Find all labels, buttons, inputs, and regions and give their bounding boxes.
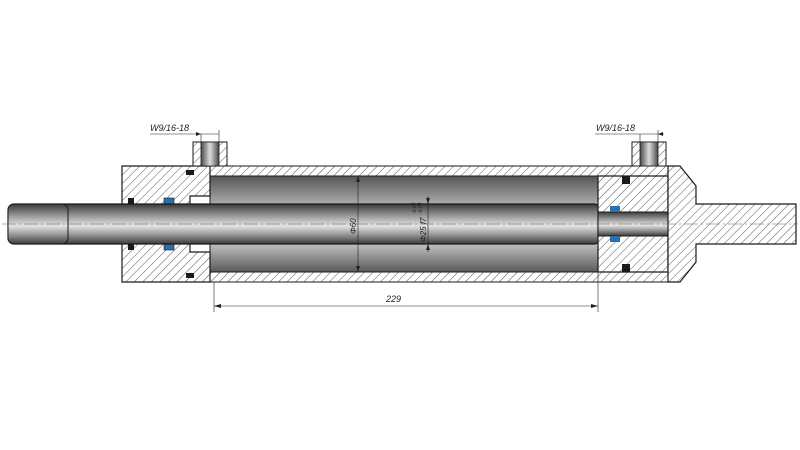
dim-port-right [595,130,664,146]
tube-wall-top [139,165,669,177]
wiper-seal-bottom [128,244,134,250]
rod-tolerance-upper: -0.02 [412,202,418,214]
piston-oring-top [610,206,620,212]
rod-diameter-label: Φ25 f7 [419,217,428,242]
gland-oring-top [186,170,194,175]
rod-tolerance-lower: -0.04 [418,202,424,214]
port-thread-left-label: W9/16-18 [150,123,189,133]
bore-diameter-label: Φ60 [349,218,358,234]
piston-seal-top [622,176,630,184]
piston-oring-bottom [610,236,620,242]
piston-seal-bottom [622,264,630,272]
oil-port-left [192,141,228,167]
dim-stroke-length [213,272,599,312]
port-thread-right-label: W9/16-18 [596,123,635,133]
stroke-length-label: 229 [385,294,401,304]
rod-seal-top [163,197,175,205]
tube-wall-bottom [139,271,669,283]
dim-port-left [150,130,220,146]
dim-rod-diameter [426,196,430,252]
rod-seal-bottom [163,243,175,251]
oil-port-right [631,141,667,167]
wiper-seal-top [128,198,134,204]
gland-oring-bottom [186,273,194,278]
dim-bore-diameter [356,176,360,272]
